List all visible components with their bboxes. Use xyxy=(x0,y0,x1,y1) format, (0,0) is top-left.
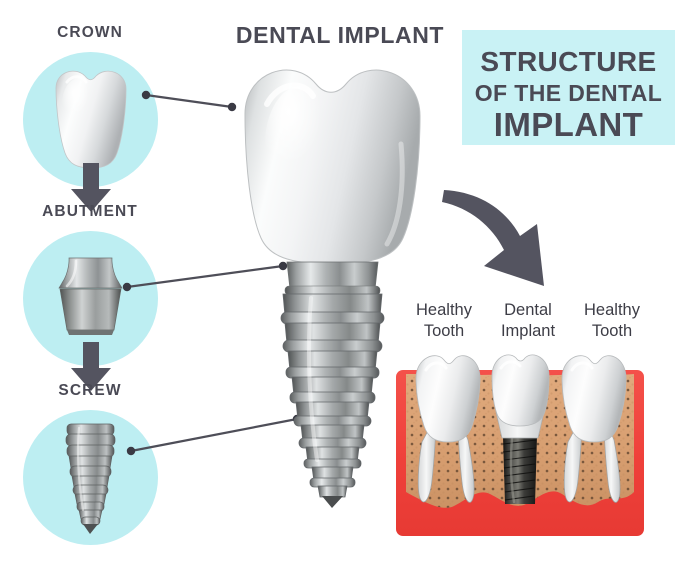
step-label-screw: SCREW xyxy=(58,382,122,399)
arrow-down-icon xyxy=(71,342,111,391)
leader-line-crown xyxy=(145,93,233,109)
banner-line-1: STRUCTURE xyxy=(480,46,657,77)
comparison-label-dental-implant: Dental Implant xyxy=(482,300,574,342)
screw-part-icon xyxy=(65,423,116,534)
abutment-part-icon xyxy=(58,257,123,335)
dental-implant-illustration xyxy=(244,69,421,508)
comparison-label-healthy-tooth-left: Healthy Tooth xyxy=(398,300,490,342)
curved-arrow-down-right-icon xyxy=(442,190,544,286)
label-line-1: Dental xyxy=(504,301,552,319)
comparison-panel xyxy=(396,354,644,536)
label-line-2: Tooth xyxy=(423,322,465,341)
arrow-down-icon xyxy=(71,163,111,212)
label-line-2: Tooth xyxy=(591,322,633,341)
step-label-abutment: ABUTMENT xyxy=(42,203,138,220)
implant-post xyxy=(503,436,537,504)
banner-line-2: OF THE DENTAL xyxy=(474,80,663,106)
leader-line-screw xyxy=(130,417,298,453)
step-label-crown: CROWN xyxy=(57,24,123,41)
label-line-2: Implant xyxy=(500,322,556,341)
crown-part-icon xyxy=(55,70,127,169)
leader-line-abutment xyxy=(126,264,284,289)
page-title: DENTAL IMPLANT xyxy=(235,22,445,48)
label-line-1: Healthy xyxy=(416,301,472,319)
tooth-right xyxy=(561,355,627,503)
label-line-1: Healthy xyxy=(584,301,640,319)
banner-line-3: IMPLANT xyxy=(493,106,644,143)
implant-crown xyxy=(491,354,550,427)
tooth-left xyxy=(415,355,481,503)
comparison-label-healthy-tooth-right: Healthy Tooth xyxy=(566,300,658,342)
tooth-middle-implant xyxy=(491,354,550,504)
title-banner: STRUCTURE OF THE DENTAL IMPLANT xyxy=(462,30,675,145)
